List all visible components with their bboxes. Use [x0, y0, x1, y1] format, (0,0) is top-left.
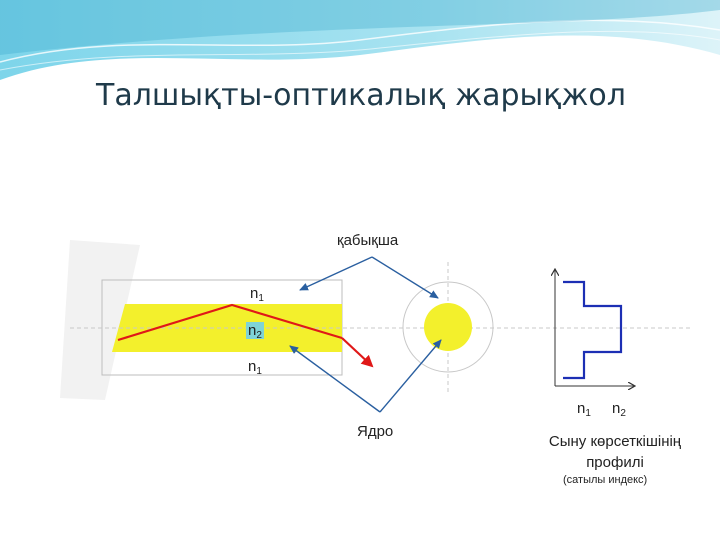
profile-step-line: [563, 280, 623, 380]
n-subscript: 1: [256, 366, 262, 377]
n-subscript: 1: [258, 293, 264, 304]
n-symbol: n: [248, 322, 257, 339]
profile-axis-n1: n1: [577, 400, 591, 419]
index-profile-plot: [555, 270, 634, 386]
n2-highlight: n2: [246, 322, 264, 341]
n-symbol: n: [248, 358, 257, 375]
fiber-label-n2-core: n2: [246, 322, 264, 341]
cladding-label: қабықша: [337, 232, 399, 249]
cladding-pointers: [299, 256, 439, 299]
header-wave-decoration: [0, 0, 720, 80]
slide-title: Талшықты-оптикалық жарықжол: [96, 78, 626, 113]
fiber-cross-section: [402, 262, 494, 392]
profile-caption: Сыну көрсеткішінің профилі: [548, 433, 682, 471]
fiber-label-n1-bottom: n1: [248, 358, 262, 377]
core-label: Ядро: [357, 423, 394, 440]
fiber-body: [70, 279, 690, 376]
core-pointers: [289, 339, 442, 413]
n-symbol: n: [577, 400, 586, 417]
n-subscript: 1: [585, 408, 591, 419]
profile-note: (сатылы индекс): [563, 474, 648, 486]
n-symbol: n: [612, 400, 621, 417]
n-subscript: 2: [620, 408, 626, 419]
fiber-label-n1-top: n1: [250, 285, 264, 304]
n-symbol: n: [250, 285, 259, 302]
n-subscript: 2: [256, 330, 262, 341]
light-ray: [117, 303, 374, 368]
profile-axis-n2: n2: [612, 400, 626, 419]
cross-section-core: [424, 303, 472, 351]
